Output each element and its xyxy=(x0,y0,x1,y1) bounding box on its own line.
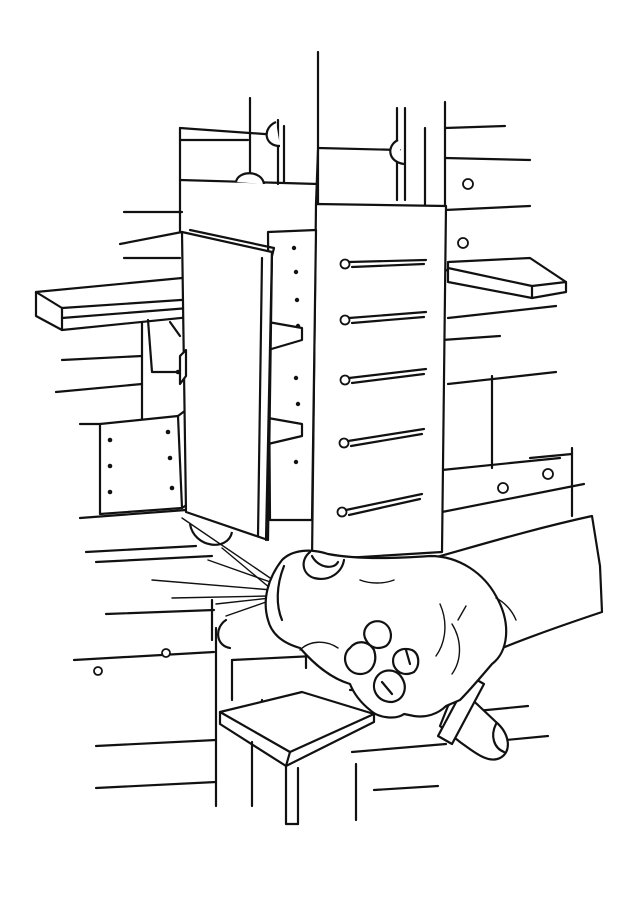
right-upper-shelf xyxy=(446,256,568,300)
hand-holding-flashlight xyxy=(264,514,604,761)
panel-slots xyxy=(336,258,428,518)
riveted-plate xyxy=(98,318,190,516)
slotted-panel xyxy=(310,148,448,562)
perforated-side-wall xyxy=(266,228,318,522)
swinging-door xyxy=(178,120,405,546)
light-rays xyxy=(151,517,277,617)
